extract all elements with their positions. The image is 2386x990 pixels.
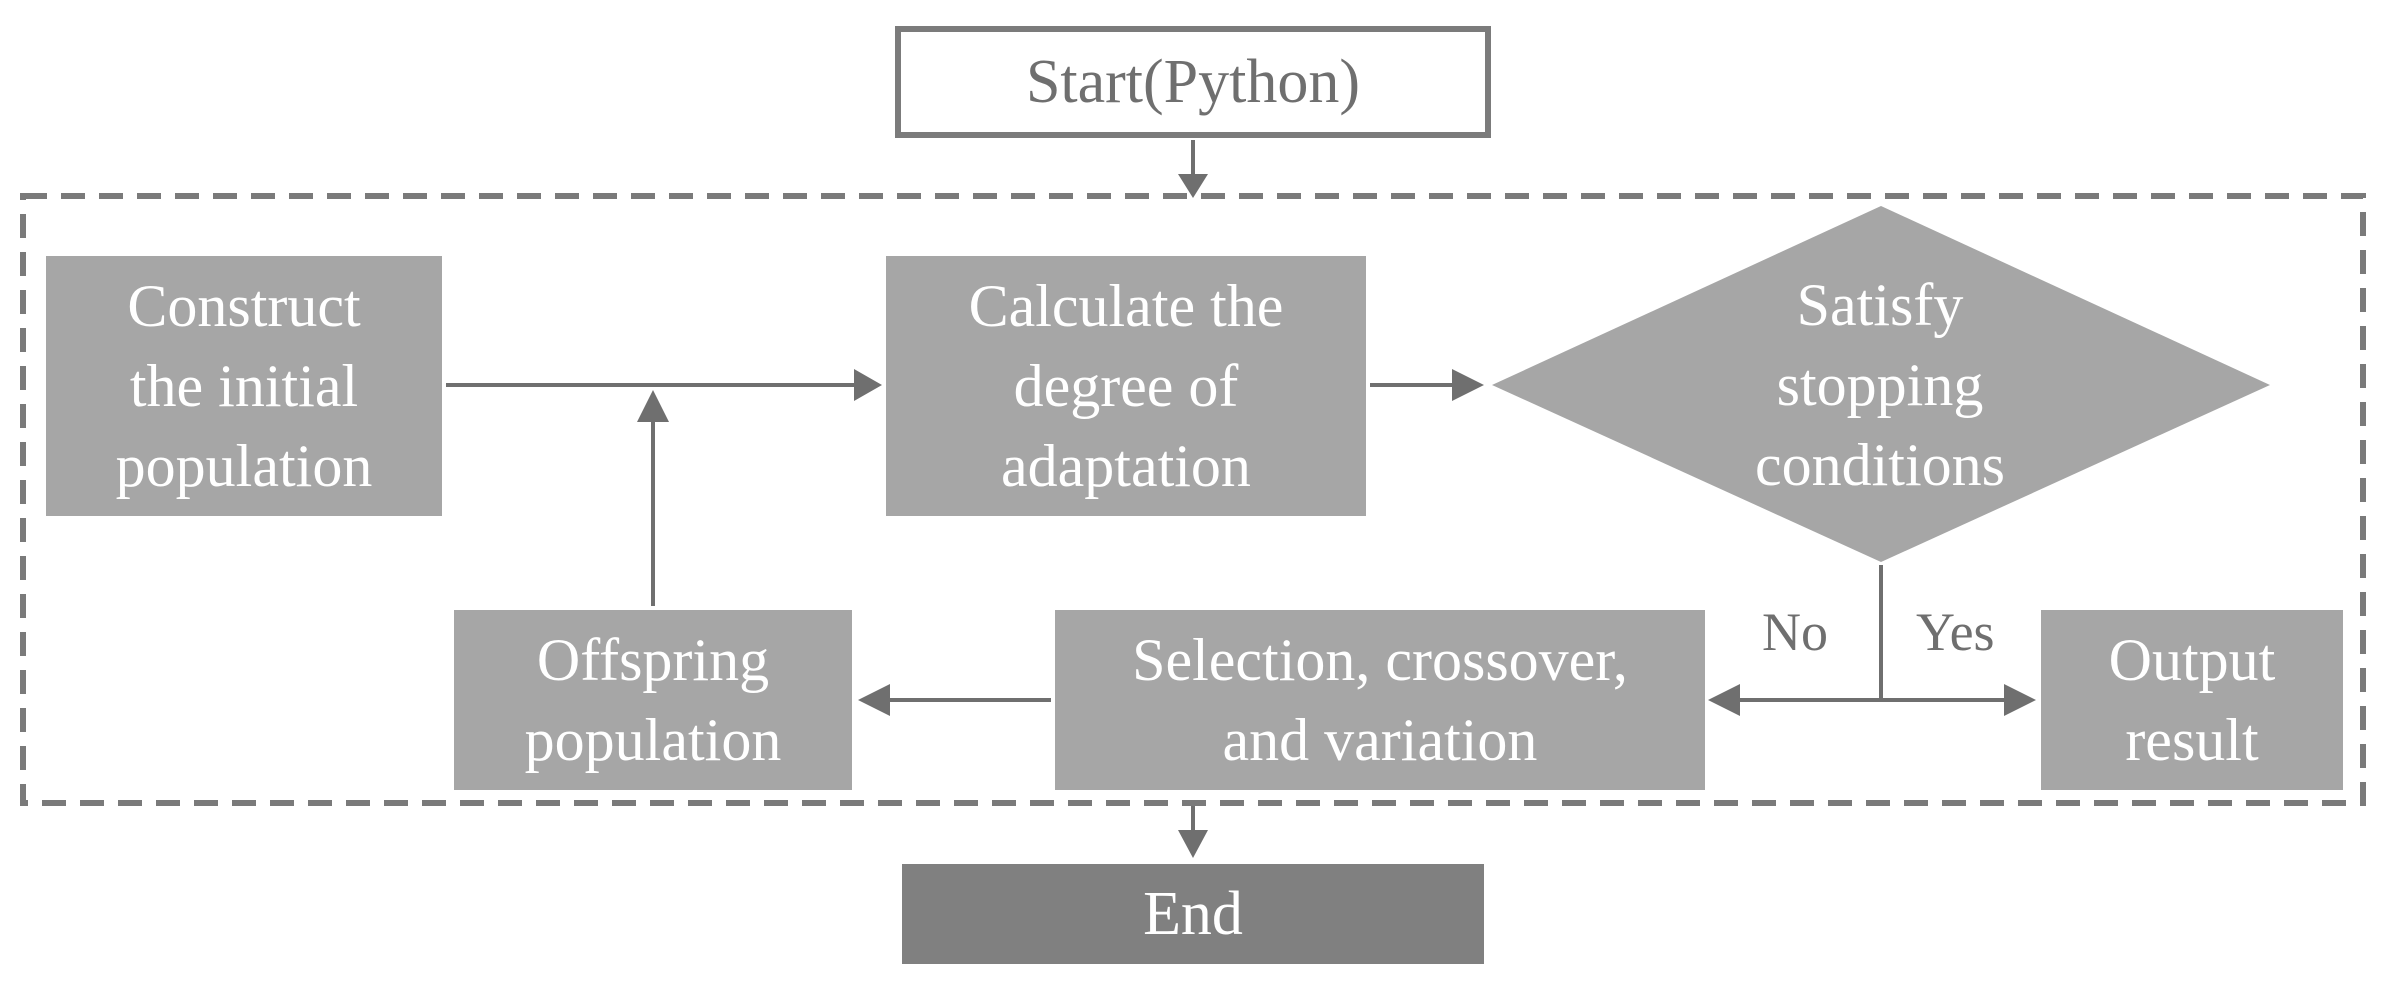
start-node: Start(Python) <box>895 26 1491 138</box>
selection-crossover-node: Selection, crossover, and variation <box>1055 610 1705 790</box>
construct-population-node: Construct the initial population <box>46 256 442 516</box>
calculate-adaptation-node: Calculate the degree of adaptation <box>886 256 1366 516</box>
arrowhead-end <box>1178 830 1208 858</box>
arrowhead-yes <box>2004 684 2036 716</box>
arrowhead-no <box>1708 684 1740 716</box>
yes-label: Yes <box>1916 602 1995 662</box>
offspring-population-node: Offspring population <box>454 610 852 790</box>
arrowhead-feedback <box>637 390 669 422</box>
no-label: No <box>1762 602 1828 662</box>
decision-diamond <box>1492 206 2270 562</box>
stopping-conditions-label: Satisfy stopping conditions <box>1755 272 2005 498</box>
arrowhead-calculate <box>854 369 882 401</box>
end-node: End <box>902 864 1484 964</box>
output-result-node: Output result <box>2041 610 2343 790</box>
arrowhead-start <box>1178 174 1208 198</box>
arrowhead-decision <box>1452 369 1484 401</box>
loop-container <box>20 193 2366 806</box>
arrowhead-offspring <box>858 684 890 716</box>
